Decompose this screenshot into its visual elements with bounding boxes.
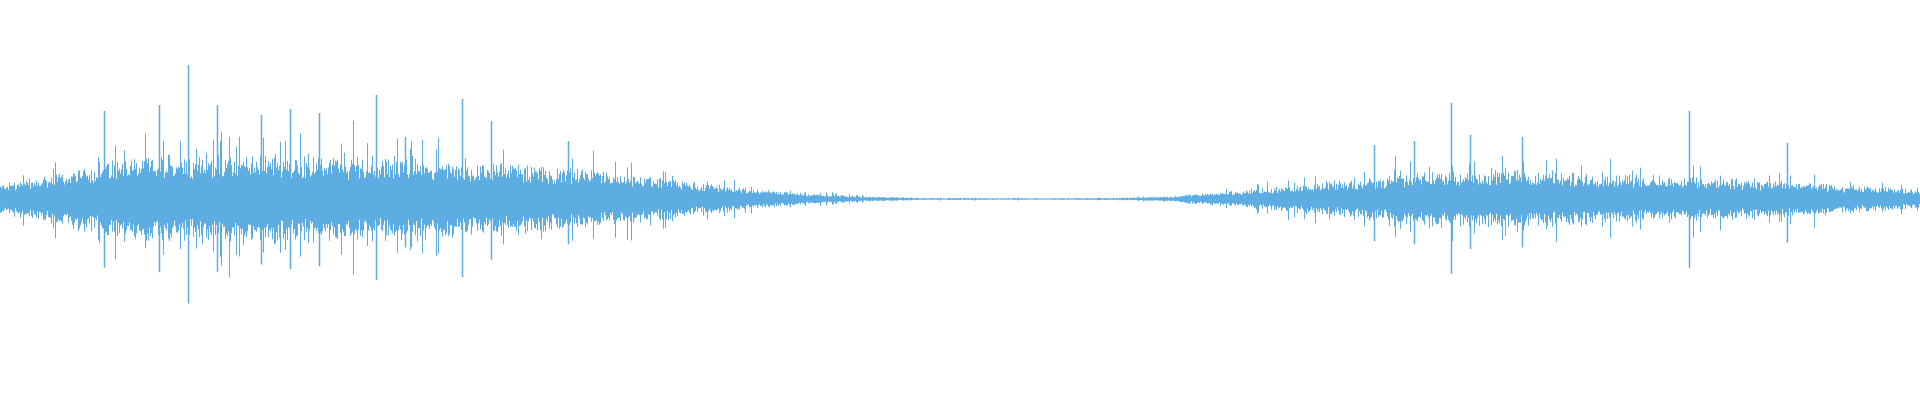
waveform-bars: [0, 65, 1920, 304]
waveform-samples: [0, 120, 1920, 278]
